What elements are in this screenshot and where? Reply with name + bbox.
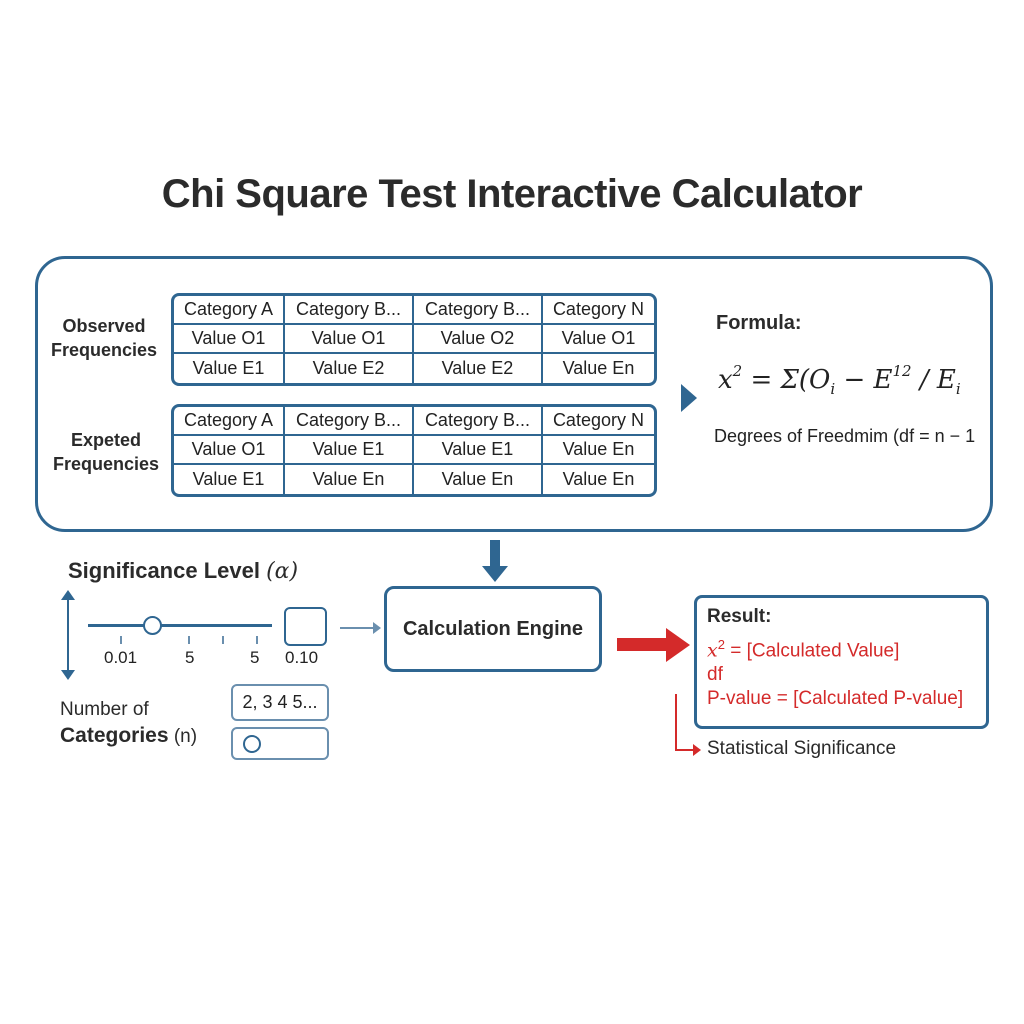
- significance-slider-track[interactable]: [88, 624, 272, 627]
- expected-frequencies-table: Category A Category B... Category B... C…: [171, 404, 657, 497]
- alpha-symbol: (α): [266, 559, 299, 584]
- slider-tick-label: 5: [250, 648, 260, 667]
- result-df: df: [707, 664, 723, 686]
- arrow-right-red-icon: [693, 744, 701, 756]
- table-cell[interactable]: Value O1: [285, 325, 414, 354]
- table-cell[interactable]: Value O1: [174, 436, 286, 465]
- significance-connector-line: [675, 749, 695, 751]
- table-row: Category A Category B... Category B... C…: [174, 407, 654, 436]
- formula-sub-i: i: [830, 380, 836, 399]
- observed-label-line1: Observed: [62, 316, 146, 336]
- slider-tick-label: 0.10: [285, 648, 319, 667]
- table-cell[interactable]: Category B...: [285, 407, 414, 436]
- table-cell[interactable]: Value En: [414, 465, 543, 494]
- arrow-down-icon: [490, 540, 500, 568]
- observed-frequencies-label: Observed Frequencies: [39, 314, 169, 362]
- table-cell[interactable]: Value E1: [413, 436, 543, 465]
- formula-div: / E: [911, 365, 956, 395]
- table-cell[interactable]: Value En: [542, 436, 654, 465]
- arrow-down-small-icon: [61, 670, 75, 680]
- slider-tick-label: 5: [185, 648, 195, 667]
- categories-option-box[interactable]: [231, 727, 329, 760]
- result-chi-value: x2 = [Calculated Value]: [707, 632, 976, 664]
- table-cell[interactable]: Value En: [285, 465, 414, 494]
- formula-title: Formula:: [716, 312, 802, 334]
- table-cell[interactable]: Category N: [542, 407, 654, 436]
- calculation-engine-button[interactable]: Calculation Engine: [384, 586, 602, 672]
- slider-tick: [120, 636, 122, 644]
- formula-chi: x: [718, 365, 733, 395]
- table-row: Value O1 Value O1 Value O2 Value O1: [174, 325, 654, 354]
- red-arrow-icon: [617, 638, 671, 651]
- observed-frequencies-table: Category A Category B... Category B... C…: [171, 293, 657, 386]
- table-cell[interactable]: Value E1: [285, 436, 414, 465]
- table-cell[interactable]: Category B...: [413, 296, 543, 325]
- table-cell[interactable]: Category A: [174, 296, 286, 325]
- table-cell[interactable]: Value E2: [414, 354, 543, 383]
- ncat-label-paren: (n): [173, 726, 198, 747]
- page-title: Chi Square Test Interactive Calculator: [161, 172, 863, 216]
- slider-tick: [256, 636, 258, 644]
- alpha-value-input[interactable]: [284, 607, 327, 646]
- formula-chi-exponent: 2: [732, 362, 743, 380]
- arrow-down-head-icon: [482, 566, 508, 582]
- table-cell[interactable]: Category B...: [285, 296, 414, 325]
- formula-sub-i2: i: [955, 380, 961, 399]
- red-arrow-head-icon: [666, 628, 690, 662]
- number-of-categories-label: Number of Categories (n): [60, 697, 197, 750]
- formula-e-exponent: 12: [892, 362, 912, 380]
- result-chi-symbol: x: [707, 639, 718, 662]
- table-cell[interactable]: Value En: [562, 358, 635, 378]
- observed-label-line2: Frequencies: [50, 340, 158, 360]
- table-cell[interactable]: Category B...: [413, 407, 543, 436]
- arrow-right-line-icon: [340, 627, 376, 629]
- expected-frequencies-label: Expeted Frequencies: [41, 428, 171, 476]
- expected-label-line2: Frequencies: [52, 454, 160, 474]
- significance-slider-thumb[interactable]: [142, 616, 162, 635]
- result-chi-exponent: 2: [717, 637, 725, 652]
- radio-button[interactable]: [243, 735, 261, 753]
- table-cell[interactable]: Category A: [174, 407, 286, 436]
- result-title: Result:: [707, 606, 772, 627]
- table-cell[interactable]: Value E1: [174, 465, 286, 494]
- chi-square-formula: x2 = Σ(Oi − E12 / Ei: [718, 362, 961, 398]
- arrow-up-icon: [61, 590, 75, 600]
- ncat-label-line1: Number of: [60, 699, 149, 720]
- result-pvalue: P-value = [Calculated P-value]: [707, 688, 964, 710]
- significance-connector-line: [675, 694, 677, 750]
- table-row: Value E1 Value En Value En Value En: [174, 465, 654, 494]
- table-cell[interactable]: Value O1: [542, 325, 654, 354]
- formula-minus-e: − E: [835, 365, 893, 395]
- categories-count-input[interactable]: 2, 3 4 5...: [231, 684, 329, 721]
- slider-tick: [222, 636, 224, 644]
- formula-mid: = Σ(O: [742, 365, 831, 395]
- result-chi-text: = [Calculated Value]: [724, 640, 900, 662]
- ncat-label-bold: Categories: [60, 724, 169, 747]
- table-row: Value E1 Value E2 Value E2 Value En: [174, 354, 654, 383]
- table-row: Category A Category B... Category B... C…: [174, 296, 654, 325]
- table-cell[interactable]: Value O2: [413, 325, 543, 354]
- table-cell[interactable]: Value En: [562, 469, 635, 489]
- table-row: Value O1 Value E1 Value E1 Value En: [174, 436, 654, 465]
- vertical-axis-line: [67, 596, 69, 672]
- significance-level-title: Significance Level (α): [68, 558, 298, 584]
- result-panel: Result: x2 = [Calculated Value] df P-val…: [694, 595, 989, 729]
- significance-title-text: Significance Level: [68, 558, 260, 583]
- slider-tick: [188, 636, 190, 644]
- table-cell[interactable]: Category N: [542, 296, 654, 325]
- table-cell[interactable]: Value E2: [285, 354, 414, 383]
- slider-tick-label: 0.01: [104, 648, 138, 667]
- statistical-significance-label: Statistical Significance: [707, 738, 897, 759]
- degrees-of-freedom: Degrees of Freedmim (df = n − 1: [714, 426, 976, 446]
- table-cell[interactable]: Value E1: [174, 354, 286, 383]
- arrow-right-icon: [373, 622, 381, 634]
- table-cell[interactable]: Value O1: [174, 325, 286, 354]
- chevron-right-icon: [681, 384, 697, 412]
- expected-label-line1: Expeted: [70, 430, 142, 450]
